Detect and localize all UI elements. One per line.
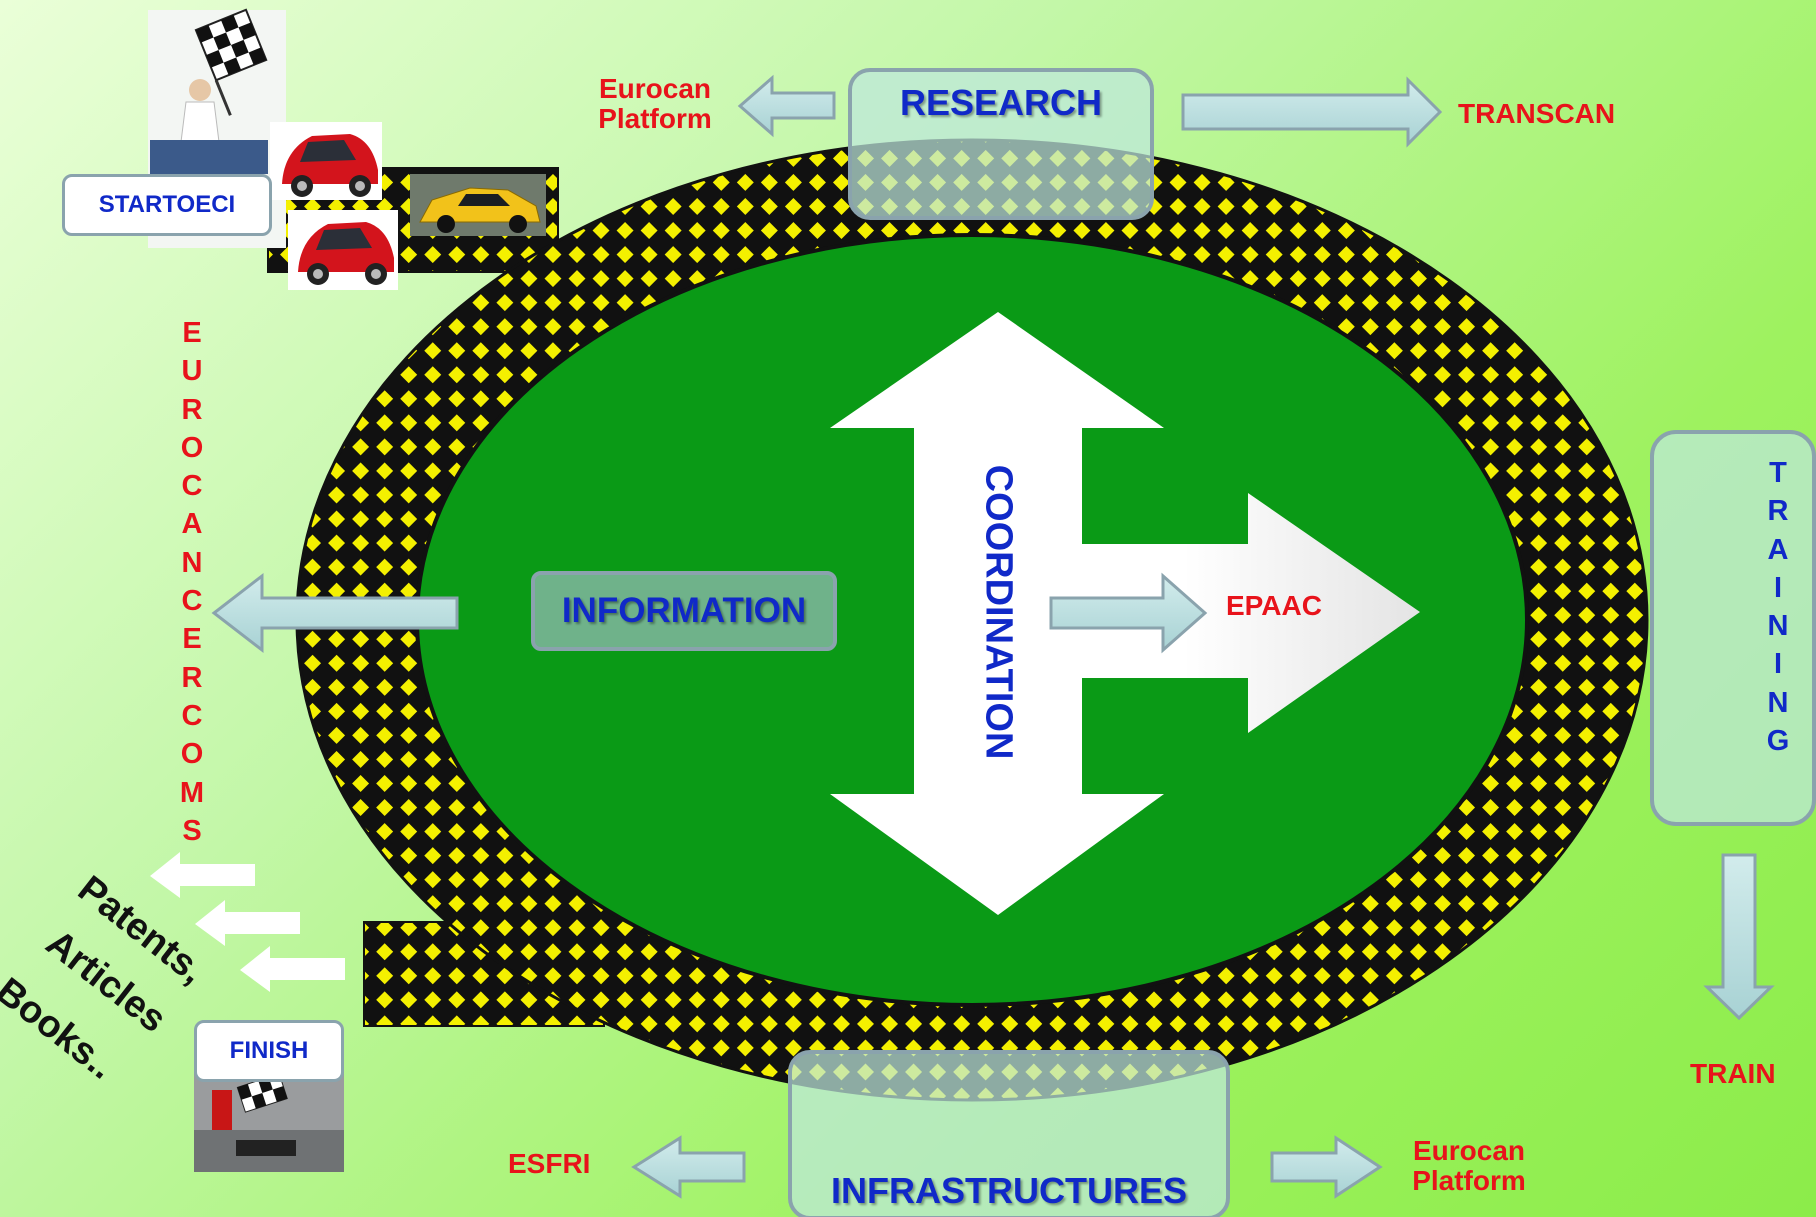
label-letter: R	[181, 393, 203, 426]
finish-flag-photo-icon	[194, 1072, 344, 1172]
coordination-label: COORDINATION	[977, 464, 1020, 760]
train-label: TRAIN	[1690, 1058, 1776, 1089]
arrow-information-left	[211, 572, 459, 654]
label-letter: O	[180, 431, 204, 464]
red-car-icon	[270, 122, 382, 200]
label-letter: T	[1769, 457, 1787, 489]
label-letter: A	[181, 508, 203, 541]
finish-label-box[interactable]: FINISH	[194, 1020, 344, 1082]
arrow-infrastructures-left	[631, 1135, 746, 1199]
infrastructures-label: INFRASTRUCTURES	[831, 1170, 1187, 1211]
output-arrow-1	[150, 852, 255, 898]
label-letter: O	[180, 738, 204, 771]
arrow-research-left	[737, 74, 836, 138]
research-box[interactable]: RESEARCH	[848, 68, 1154, 220]
label-letter: A	[1767, 533, 1789, 566]
label-letter: C	[181, 470, 203, 503]
label-letter: G	[1766, 725, 1790, 758]
checkered-flag-icon	[148, 8, 286, 248]
research-left-target: Eurocan Platform	[588, 74, 722, 134]
label-letter: N	[181, 546, 203, 579]
label-letter: R	[1767, 495, 1789, 528]
arrow-research-right	[1181, 76, 1443, 148]
arrow-training-down	[1703, 853, 1775, 1021]
information-box[interactable]: INFORMATION	[531, 571, 837, 651]
research-left-target-line1: Eurocan	[598, 73, 712, 104]
yellow-sports-car-icon	[410, 174, 546, 236]
red-car-icon	[288, 210, 398, 290]
start-label-box[interactable]: STARTOECI	[62, 174, 272, 236]
arrow-infrastructures-right	[1270, 1135, 1383, 1199]
epaac-label: EPAAC	[1226, 590, 1322, 621]
infrastructures-right-target: Eurocan Platform	[1402, 1136, 1536, 1196]
output-arrow-2	[195, 900, 300, 946]
transcan-label: TRANSCAN	[1458, 98, 1616, 129]
label-letter: M	[179, 776, 205, 809]
label-letter: R	[181, 661, 203, 694]
outputs-text: Patents, Articles Books..	[0, 860, 340, 1120]
label-letter: C	[181, 699, 203, 732]
label-letter: E	[182, 623, 202, 656]
output-arrow-3	[240, 946, 345, 992]
label-letter: E	[182, 317, 202, 349]
infrastructures-box[interactable]: INFRASTRUCTURES	[788, 1050, 1230, 1217]
esfri-label: ESFRI	[508, 1148, 591, 1179]
infrastructures-right-target-line1: Eurocan	[1412, 1135, 1526, 1166]
label-letter: S	[182, 814, 202, 847]
infrastructures-right-target-line2: Platform	[1412, 1165, 1526, 1196]
label-letter: N	[1767, 610, 1789, 643]
label-letter: I	[1773, 571, 1783, 604]
label-letter: N	[1767, 686, 1789, 719]
arrow-epaac-right	[1049, 572, 1208, 654]
label-letter: U	[181, 355, 203, 388]
label-letter: C	[181, 585, 203, 618]
label-letter: I	[1773, 648, 1783, 681]
research-label: RESEARCH	[899, 82, 1103, 123]
research-left-target-line2: Platform	[598, 103, 712, 134]
